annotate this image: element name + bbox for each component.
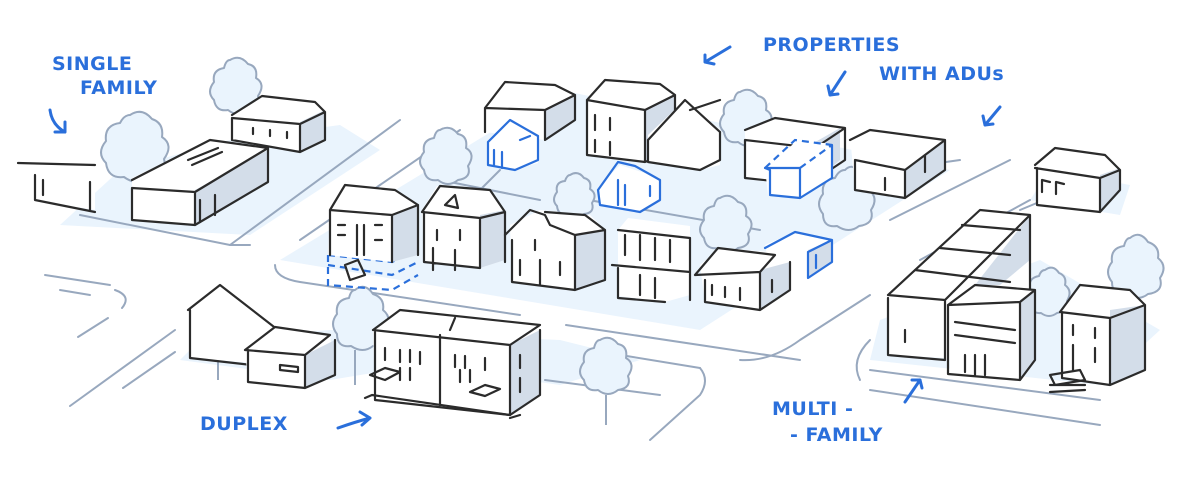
multi-family-buildings (886, 146, 1147, 394)
label-multi-family-line1: MULTI - (772, 398, 854, 420)
label-single-family-line2: FAMILY (80, 77, 158, 99)
roads (44, 119, 1101, 441)
label-single-family-line1: SINGLE (52, 53, 133, 75)
arrow-properties-mid-icon (826, 70, 847, 97)
label-duplex: DUPLEX (200, 412, 288, 436)
arrow-adus-right-icon (981, 105, 1002, 127)
label-properties-line1: PROPERTIES (763, 34, 901, 56)
label-duplex-line1: DUPLEX (200, 413, 288, 435)
arrow-multi-family-icon (903, 378, 924, 404)
arrow-duplex-icon (336, 410, 372, 430)
label-multi-family-line2: - FAMILY (790, 424, 883, 446)
front-row-homes (328, 183, 792, 312)
arrow-single-family-icon (48, 108, 67, 134)
duplex-buildings (186, 283, 542, 420)
adu-units (326, 118, 834, 292)
label-arrows (48, 45, 1002, 430)
single-family-homes (16, 94, 327, 227)
arrow-properties-left-icon (703, 45, 732, 66)
label-single-family: SINGLE FAMILY (52, 52, 157, 100)
label-multi-family: MULTI - - FAMILY (772, 397, 883, 447)
label-properties-with-adus: PROPERTIES WITH ADUs (763, 33, 1004, 86)
label-properties-line2: WITH ADUs (879, 63, 1005, 85)
